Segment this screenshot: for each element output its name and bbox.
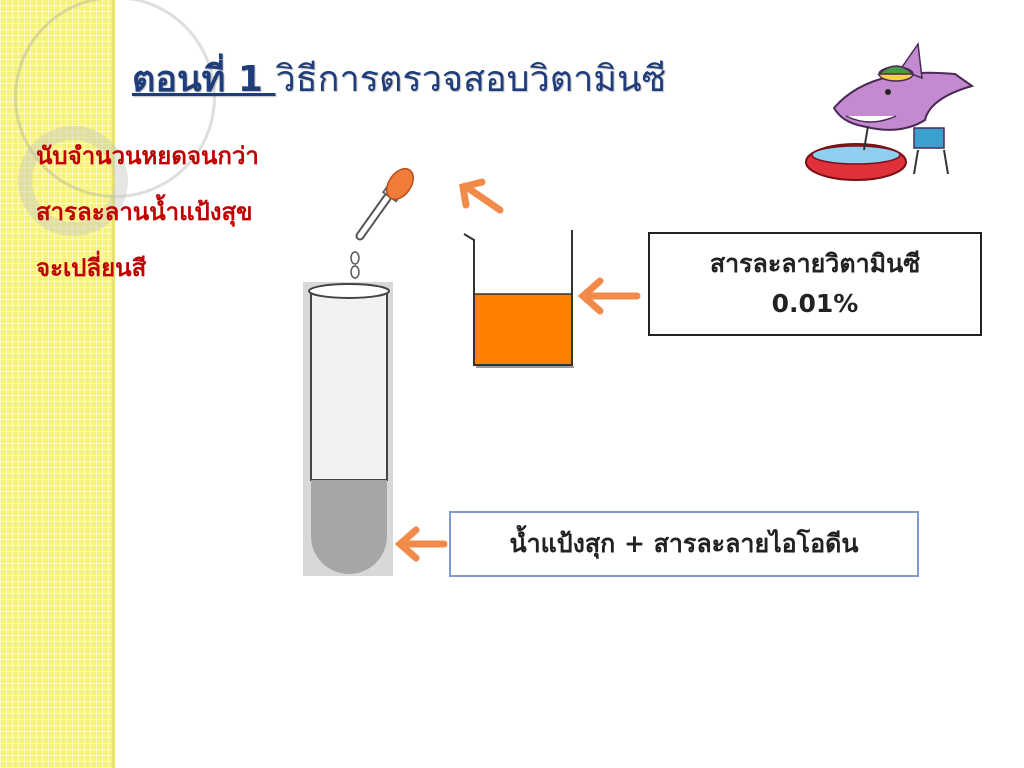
- slide-title: ตอนที่ 1 วิธีการตรวจสอบวิตามินซี: [132, 50, 666, 107]
- mixture-label-text: น้ำแป้งสุก + สารละลายไอโอดีน: [509, 529, 859, 558]
- title-prefix: ตอนที่ 1: [132, 59, 276, 100]
- dropper-icon: [355, 167, 415, 241]
- vitamin-c-label-line1: สารละลายวิตามินซี: [709, 249, 921, 278]
- arrow-icon: [394, 526, 448, 562]
- beaker-icon: [463, 230, 574, 368]
- instruction-line: สารละลานน้ำแป้งสุข: [36, 198, 253, 226]
- title-text: วิธีการตรวจสอบวิตามินซี: [275, 59, 667, 100]
- vitamin-c-solution-label: สารละลายวิตามินซี 0.01%: [648, 232, 982, 336]
- instruction-list: นับจำนวนหยดจนกว่า สารละลานน้ำแป้งสุข จะเ…: [36, 134, 259, 302]
- arrow-icon: [459, 178, 504, 214]
- shark-cartoon-icon: [805, 41, 975, 181]
- arrow-icon: [577, 277, 641, 315]
- falling-drops: [350, 251, 360, 279]
- test-tube-icon: [303, 282, 393, 576]
- starch-iodine-mixture-label: น้ำแป้งสุก + สารละลายไอโอดีน: [449, 511, 919, 577]
- instruction-line: นับจำนวนหยดจนกว่า: [36, 142, 259, 170]
- vitamin-c-concentration: 0.01%: [771, 289, 859, 318]
- instruction-line: จะเปลี่ยนสี: [36, 254, 147, 282]
